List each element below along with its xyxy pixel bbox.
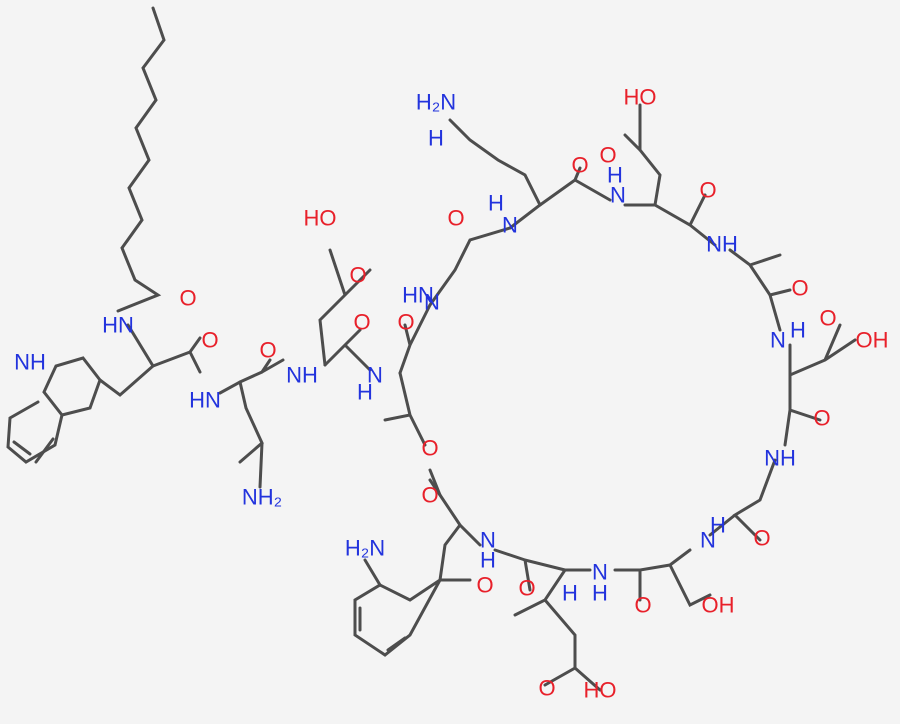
atom-label-h: H: [562, 581, 578, 606]
atom-label-o: O: [421, 483, 438, 508]
atom-label-hn-indole: NH: [14, 350, 46, 375]
atom-label-nh2-ornithine: H₂N: [416, 90, 456, 115]
atom-label-h: H: [357, 380, 373, 405]
atom-label-ho: HO: [304, 206, 337, 231]
atom-label-nh: NH: [764, 446, 796, 471]
atom-label-o: O: [538, 676, 555, 701]
atom-label-o: O: [819, 306, 836, 331]
atom-label-ho: HO: [624, 85, 657, 110]
atom-label-o: O: [353, 310, 370, 335]
atom-label-ho: HO: [584, 678, 617, 703]
atom-label-oh: OH: [856, 328, 889, 353]
atom-label-h: H: [592, 581, 608, 606]
atom-label-h: H: [790, 318, 806, 343]
atom-label-o: O: [813, 406, 830, 431]
atom-label-o: O: [518, 576, 535, 601]
atom-label-nh: NH: [286, 363, 318, 388]
bonds: [6, 6, 857, 692]
atom-label-h: H: [480, 548, 496, 573]
atom-label-n: N: [700, 528, 716, 553]
atom-label-h2n-aniline: H₂N: [345, 536, 385, 561]
atom-label-o: O: [753, 526, 770, 551]
atom-label-n: N: [592, 560, 608, 585]
atom-label-nh: NH: [706, 232, 738, 257]
atom-label-o: O: [699, 178, 716, 203]
atom-label-o: O: [349, 263, 366, 288]
atom-label-o: O: [599, 143, 616, 168]
atom-label-nh: HN: [102, 313, 134, 338]
atom-label-o: O: [571, 153, 588, 178]
atom-label-h: H: [607, 163, 623, 188]
atom-label-n: N: [610, 183, 626, 208]
atom-label-oh: OH: [702, 593, 735, 618]
atom-label-o: O: [201, 328, 218, 353]
atom-label-o: O: [476, 573, 493, 598]
atom-label-hn: HN: [402, 283, 434, 308]
atom-label-o: O: [634, 593, 651, 618]
atom-label-o: O: [447, 206, 464, 231]
atom-label-o: O: [259, 338, 276, 363]
atom-label-n: N: [770, 328, 786, 353]
atom-label-o: O: [179, 286, 196, 311]
atom-label-h: H: [488, 191, 504, 216]
atom-label-o: O: [397, 310, 414, 335]
atom-label-n: N: [502, 213, 518, 238]
atom-label-o: O: [791, 276, 808, 301]
atom-label-h: H: [710, 513, 726, 538]
atom-label-o: O: [421, 436, 438, 461]
atom-label-h: H: [428, 126, 444, 151]
atom-label-n: N: [424, 290, 440, 315]
atom-label-nh2-asn: NH₂: [242, 485, 282, 510]
atom-label-hn: HN: [189, 388, 221, 413]
atom-label-n: N: [367, 363, 383, 388]
atom-labels: H₂N H HO O O N H O NH O N H O O OH N H O…: [14, 85, 888, 703]
atom-label-n: N: [480, 528, 496, 553]
